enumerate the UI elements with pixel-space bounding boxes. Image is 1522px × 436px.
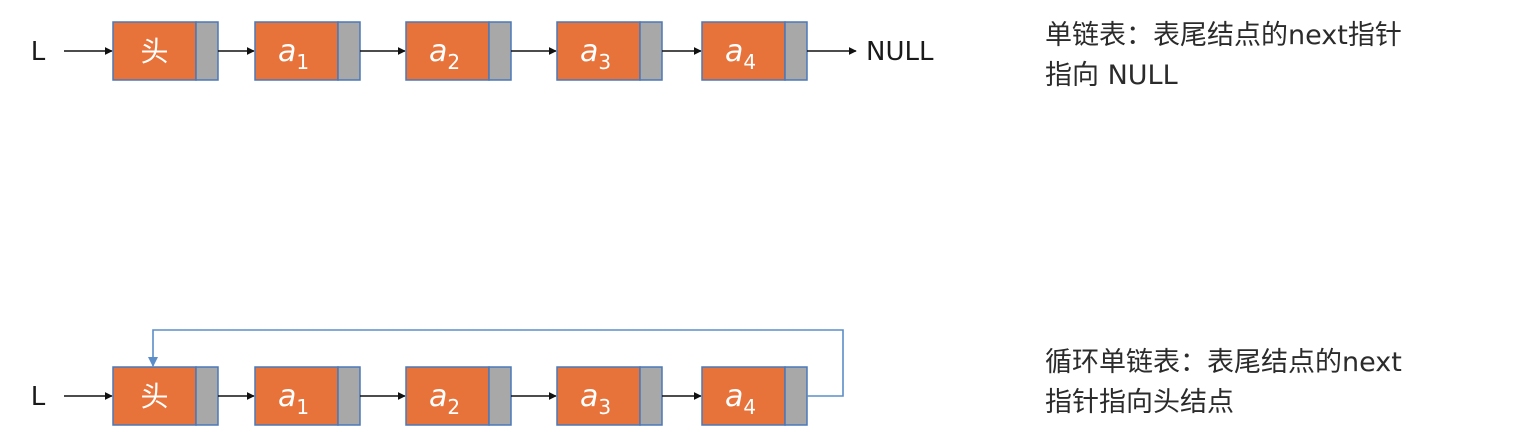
singly-node-4-label: a4: [725, 34, 756, 74]
circular-node-3: a3: [556, 366, 663, 426]
circular-node-4: a4: [701, 366, 808, 426]
circular-head-pointer-field: [195, 366, 219, 426]
singly-node-3-pointer-field: [639, 21, 663, 81]
circular-node-4-data-field: [701, 366, 786, 426]
circular-node-3-pointer-field: [639, 366, 663, 426]
circular-tail-to-head-link: [148, 329, 844, 397]
circular-node-2-label: a2: [429, 379, 460, 419]
circular-description-line-2: 指针指向头结点: [1045, 387, 1234, 418]
circular-node-2: a2: [405, 366, 512, 426]
singly-null-label: NULL: [866, 37, 934, 67]
singly-node-1-pointer-field: [337, 21, 361, 81]
singly-node-2-pointer-field: [488, 21, 512, 81]
circular-node-3-label: a3: [580, 379, 611, 419]
circular-node-1: a1: [254, 366, 361, 426]
singly-node-2-data-field: [405, 21, 490, 81]
circular-node-2-data-field: [405, 366, 490, 426]
singly-linked-list: L 头 a1 a2 a3 a4 NULL: [31, 21, 934, 81]
circular-node-1-data-field: [254, 366, 339, 426]
singly-node-4-pointer-field: [784, 21, 808, 81]
singly-node-3-label: a3: [580, 34, 611, 74]
singly-description-line-1: 单链表：表尾结点的next指针: [1045, 20, 1402, 51]
singly-node-4: a4: [701, 21, 808, 81]
singly-description-line-2: 指向 NULL: [1045, 60, 1178, 91]
singly-list-description: 单链表：表尾结点的next指针 指向 NULL: [1045, 16, 1402, 96]
circular-singly-linked-list: L 头 a1 a2 a3 a4: [31, 329, 844, 426]
singly-head-pointer-field: [195, 21, 219, 81]
singly-node-1: a1: [254, 21, 361, 81]
circular-node-4-pointer-field: [784, 366, 808, 426]
singly-head-label: 头: [140, 35, 168, 68]
singly-node-4-data-field: [701, 21, 786, 81]
circular-head-node: 头: [112, 366, 219, 426]
singly-pointer-label: L: [31, 37, 46, 67]
singly-node-3: a3: [556, 21, 663, 81]
circular-node-4-label: a4: [725, 379, 756, 419]
circular-description-line-1: 循环单链表：表尾结点的next: [1045, 347, 1402, 378]
singly-head-node: 头: [112, 21, 219, 81]
singly-node-2: a2: [405, 21, 512, 81]
singly-node-1-label: a1: [278, 34, 309, 74]
circular-node-1-pointer-field: [337, 366, 361, 426]
circular-head-label: 头: [140, 380, 168, 413]
circular-head-data-field: [112, 366, 197, 426]
circular-pointer-label: L: [31, 382, 46, 412]
circular-list-description: 循环单链表：表尾结点的next 指针指向头结点: [1045, 343, 1402, 423]
circular-node-1-label: a1: [278, 379, 309, 419]
singly-node-2-label: a2: [429, 34, 460, 74]
circular-node-2-pointer-field: [488, 366, 512, 426]
